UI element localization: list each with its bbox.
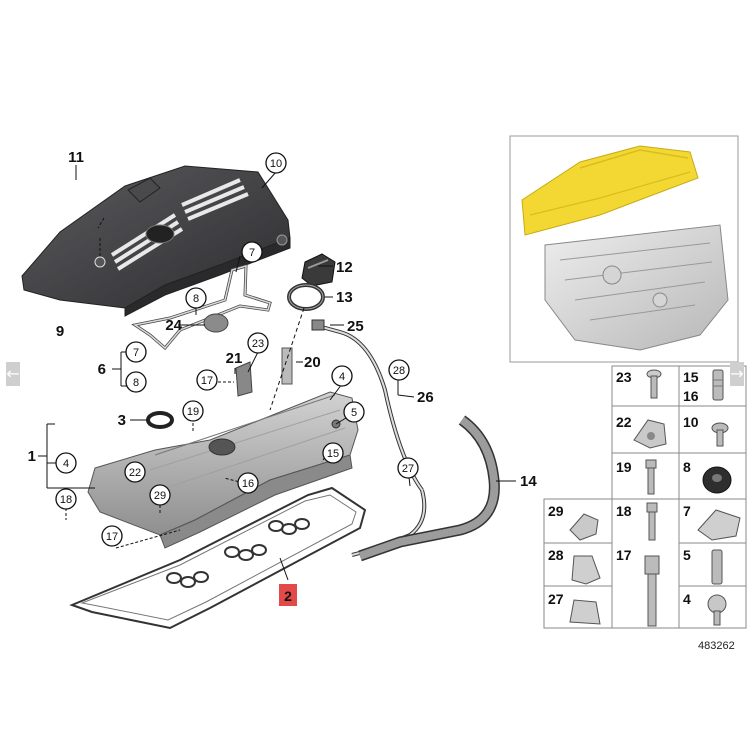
svg-text:18: 18 bbox=[616, 503, 632, 519]
label-12: 12 bbox=[336, 259, 353, 276]
spark-plug-seals bbox=[166, 518, 310, 588]
rubber-grommet-icon bbox=[702, 466, 732, 494]
svg-text:23: 23 bbox=[252, 338, 264, 350]
label-24: 24 bbox=[165, 317, 182, 334]
hose-clip-icon bbox=[571, 555, 601, 585]
callout-4b: 4 bbox=[55, 452, 77, 474]
callout-17b: 17 bbox=[101, 525, 123, 547]
svg-text:4: 4 bbox=[63, 458, 69, 470]
label-14: 14 bbox=[520, 473, 537, 490]
svg-text:27: 27 bbox=[548, 591, 564, 607]
callout-17a: 17 bbox=[196, 369, 218, 391]
label-3: 3 bbox=[118, 412, 126, 429]
label-11: 11 bbox=[68, 149, 84, 166]
callout-29: 29 bbox=[149, 484, 171, 506]
svg-text:15: 15 bbox=[327, 448, 339, 460]
svg-text:7: 7 bbox=[249, 247, 255, 259]
long-bolt-icon bbox=[644, 555, 660, 627]
label-2-badge: 2 bbox=[279, 584, 297, 606]
svg-text:19: 19 bbox=[616, 459, 632, 475]
svg-text:16: 16 bbox=[242, 478, 254, 490]
clip-pin-icon bbox=[646, 369, 662, 399]
svg-text:17: 17 bbox=[616, 547, 632, 563]
svg-text:18: 18 bbox=[60, 494, 72, 506]
callout-19: 19 bbox=[182, 400, 204, 422]
svg-text:8: 8 bbox=[193, 293, 199, 305]
callout-16: 16 bbox=[237, 472, 259, 494]
engine-thumbnail bbox=[509, 135, 739, 363]
label-26: 26 bbox=[417, 389, 434, 406]
label-25: 25 bbox=[347, 318, 364, 335]
engine-cover bbox=[21, 165, 291, 317]
stud-bolt-icon bbox=[712, 369, 724, 401]
reference-number: 483262 bbox=[698, 640, 735, 652]
callout-10: 10 bbox=[265, 152, 287, 174]
svg-text:5: 5 bbox=[683, 547, 691, 563]
cable-holder-icon bbox=[569, 599, 601, 625]
head-cover-gasket bbox=[69, 486, 367, 630]
callout-8a: 8 bbox=[185, 287, 207, 309]
vent-hose bbox=[358, 415, 500, 562]
stud-icon bbox=[711, 549, 723, 585]
svg-text:28: 28 bbox=[393, 365, 405, 377]
cover-logo-fins bbox=[110, 178, 249, 271]
callout-22: 22 bbox=[124, 461, 146, 483]
svg-text:15: 15 bbox=[683, 369, 699, 385]
svg-text:2: 2 bbox=[284, 588, 292, 604]
svg-text:10: 10 bbox=[270, 158, 282, 170]
previous-arrow-icon[interactable]: ← bbox=[6, 362, 20, 386]
svg-text:28: 28 bbox=[548, 547, 564, 563]
short-bolt-icon bbox=[645, 459, 657, 495]
grommet-screw-icon bbox=[711, 422, 729, 447]
svg-text:27: 27 bbox=[402, 463, 414, 475]
filler-plug bbox=[203, 313, 229, 333]
nut-clip-icon bbox=[633, 419, 667, 449]
cover-bracket bbox=[131, 263, 272, 351]
svg-text:8: 8 bbox=[133, 377, 139, 389]
bracket-icon bbox=[697, 509, 741, 541]
svg-text:22: 22 bbox=[616, 414, 632, 430]
callout-4a: 4 bbox=[331, 365, 353, 387]
callout-28: 28 bbox=[388, 359, 410, 381]
label-13: 13 bbox=[336, 289, 353, 306]
svg-text:23: 23 bbox=[616, 369, 632, 385]
label-20: 20 bbox=[304, 354, 321, 371]
svg-text:4: 4 bbox=[339, 371, 345, 383]
svg-text:7: 7 bbox=[133, 347, 139, 359]
label-9: 9 bbox=[56, 323, 64, 340]
callout-15: 15 bbox=[322, 442, 344, 464]
medium-bolt-icon bbox=[646, 502, 658, 541]
svg-text:17: 17 bbox=[106, 531, 118, 543]
ball-stud-icon bbox=[707, 594, 727, 626]
label-21: 21 bbox=[226, 350, 243, 367]
next-arrow-icon[interactable]: → bbox=[730, 362, 744, 386]
parts-table-numbers: 23 15 16 22 10 19 8 29 18 7 28 17 5 27 4 bbox=[548, 369, 699, 607]
label-1: 1 bbox=[28, 448, 36, 465]
callout-27: 27 bbox=[397, 457, 419, 479]
svg-text:5: 5 bbox=[351, 407, 357, 419]
svg-text:22: 22 bbox=[129, 467, 141, 479]
callout-8b: 8 bbox=[125, 371, 147, 393]
callout-23: 23 bbox=[247, 332, 269, 354]
svg-text:19: 19 bbox=[187, 406, 199, 418]
svg-text:16: 16 bbox=[683, 388, 699, 404]
leader-lines bbox=[38, 165, 516, 581]
svg-text:29: 29 bbox=[548, 503, 564, 519]
engine-cover-highlight bbox=[521, 145, 699, 236]
svg-text:4: 4 bbox=[683, 591, 691, 607]
svg-text:7: 7 bbox=[683, 503, 691, 519]
svg-text:17: 17 bbox=[201, 375, 213, 387]
oil-cap-assembly bbox=[287, 253, 336, 311]
svg-text:10: 10 bbox=[683, 414, 699, 430]
callout-5: 5 bbox=[343, 401, 365, 423]
parts-table bbox=[543, 365, 747, 629]
spring-clip-icon bbox=[569, 513, 599, 541]
callout-18: 18 bbox=[55, 488, 77, 510]
callout-7b: 7 bbox=[125, 341, 147, 363]
callout-7a: 7 bbox=[241, 241, 263, 263]
svg-text:29: 29 bbox=[154, 490, 166, 502]
label-6: 6 bbox=[98, 361, 106, 378]
svg-text:8: 8 bbox=[683, 459, 691, 475]
